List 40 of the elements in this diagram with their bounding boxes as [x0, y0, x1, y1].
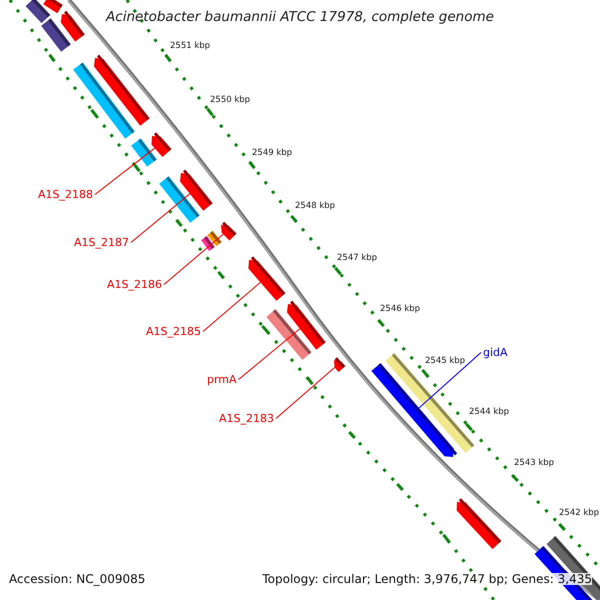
- gene-block: [371, 363, 458, 457]
- gene-block: [73, 62, 135, 139]
- scale-label: 2549 kbp: [252, 149, 292, 158]
- footer-text: Accession: NC_009085: [9, 573, 146, 585]
- gene-block: [266, 309, 312, 360]
- gene-label: prmA: [207, 374, 237, 385]
- footer-text: Topology: circular; Length: 3,976,747 bp; Genes: 3,435: [262, 573, 592, 585]
- gene-block: [41, 18, 71, 52]
- title: Acinetobacter baumannii ATCC 17978, complete genome: [104, 11, 495, 24]
- leader-line: [276, 367, 336, 419]
- gene-label: A1S_2188: [38, 189, 93, 200]
- gene-block: [248, 256, 286, 301]
- scale-label: 2542 kbp: [559, 509, 600, 518]
- gene-label: A1S_2183: [219, 413, 274, 424]
- scale-label: 2545 kbp: [425, 357, 466, 366]
- gene-label: A1S_2186: [107, 279, 162, 290]
- scale-label: 2548 kbp: [295, 202, 336, 210]
- leader-line: [164, 234, 224, 285]
- gene-label: A1S_2185: [146, 326, 201, 337]
- gene-block: [159, 176, 200, 223]
- gene-block: [152, 132, 172, 157]
- gene-label: A1S_2187: [74, 237, 129, 248]
- gene-block: [221, 222, 236, 240]
- leader-line: [418, 352, 482, 408]
- gene-label: gidA: [483, 347, 508, 358]
- gene-block: [456, 498, 502, 550]
- scale-label: 2550 kbp: [210, 96, 250, 104]
- leader-line: [130, 193, 190, 243]
- scale-label: 2546 kbp: [380, 305, 420, 314]
- gene-block: [131, 138, 157, 167]
- leader-line: [238, 328, 300, 380]
- scale-label: 2544 kbp: [469, 408, 510, 416]
- leader-line: [94, 148, 156, 195]
- scale-label: 2543 kbp: [514, 459, 554, 468]
- gene-block: [334, 357, 346, 372]
- scale-label: 2547 kbp: [337, 254, 378, 262]
- leader-line: [202, 282, 261, 332]
- gene-block: [201, 236, 215, 252]
- scale-label: 2551 kbp: [170, 42, 210, 50]
- gene-block: [43, 0, 63, 14]
